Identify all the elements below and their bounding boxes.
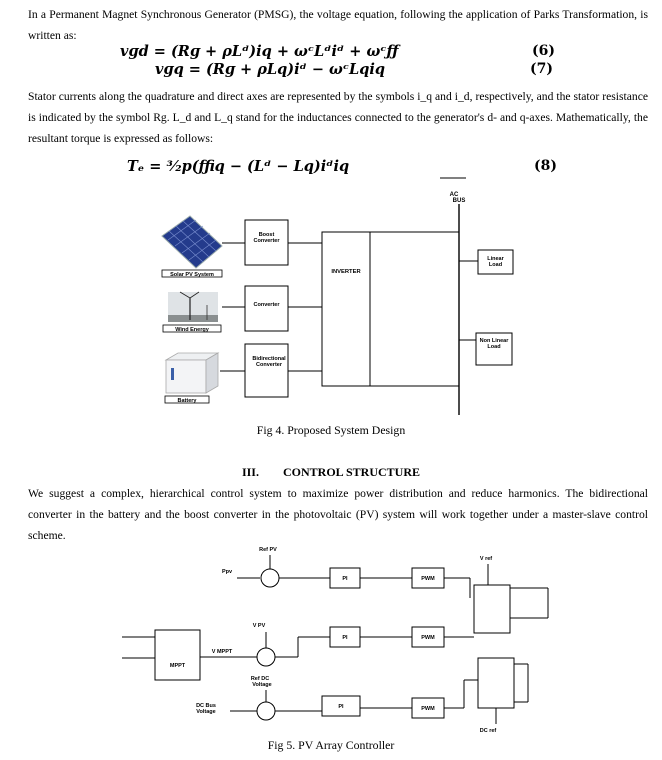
ac-bus-label-2: BUS (453, 198, 466, 204)
pi-block-3-label: PI (338, 704, 344, 710)
solar-panel-icon (161, 215, 223, 269)
section-heading: III. CONTROL STRUCTURE (0, 465, 662, 480)
equation-6: vɡd = (Rɡ + ρLᵈ)iq + ωᶜLᵈiᵈ + ωᶜƒƒ (120, 43, 399, 60)
pi-block-2-label: PI (342, 635, 348, 641)
dc-bus-label-2: Voltage (196, 709, 215, 715)
ref-dc-label-1: Ref DC (251, 676, 269, 682)
solar-label-box (161, 269, 223, 278)
linear-load-label-2: Load (489, 262, 502, 268)
summing-junction-2 (256, 647, 276, 667)
pwm-block-2-label: PWM (421, 635, 435, 641)
battery-label-box (164, 395, 210, 404)
inverter-label: INVERTER (331, 269, 361, 275)
mppt-label: MPPT (170, 663, 186, 669)
converter-box (244, 285, 289, 332)
equation-8-number: (8) (534, 158, 557, 174)
bidirectional-converter-label-1: Bidirectional (252, 356, 286, 362)
summing-junction-3 (256, 701, 276, 721)
v-pv-label: V PV (253, 623, 266, 629)
fig5-diagram: Ref PV Ppv PI PWM V ref V PV MPPT V MPPT… (122, 547, 549, 734)
mppt-block (154, 629, 201, 681)
fig5-caption: Fig 5. PV Array Controller (267, 738, 395, 752)
fig4-caption: Fig 4. Proposed System Design (256, 423, 406, 437)
nonlinear-load-label-2: Load (487, 344, 500, 350)
linear-load-label-1: Linear (487, 256, 504, 262)
solar-label: Solar PV System (170, 272, 214, 278)
v-mppt-label: V MPPT (212, 649, 233, 655)
summing-junction-1 (260, 568, 280, 588)
equation-6-number: (6) (532, 43, 555, 59)
inverter-box (321, 231, 371, 387)
pi-block-3 (321, 695, 361, 717)
v-ref-label: V ref (480, 556, 492, 562)
ref-dc-label-2: Voltage (252, 682, 271, 688)
pwm-block-3-label: PWM (421, 706, 435, 712)
bidirectional-converter-label-2: Converter (256, 362, 283, 368)
switch-block-bottom (477, 657, 515, 709)
battery-icon (164, 352, 220, 394)
stator-paragraph: Stator currents along the quadrature and… (28, 90, 648, 145)
fig4-diagram: AC BUS Solar PV System Wind Energy Batte… (161, 177, 514, 415)
switch-block-top (473, 584, 511, 634)
nonlinear-load-box (475, 332, 513, 366)
intro-paragraph: In a Permanent Magnet Synchronous Genera… (28, 8, 648, 42)
section-number: III. (241, 465, 259, 479)
equation-7-number: (7) (530, 61, 553, 77)
control-paragraph: We suggest a complex, hierarchical contr… (28, 487, 648, 542)
nonlinear-load-label-1: Non Linear (480, 338, 510, 344)
pwm-block-1-label: PWM (421, 576, 435, 582)
equation-8: Tₑ = ³⁄₂p(ƒƒiq − (Lᵈ − Lq)iᵈiq (127, 158, 350, 175)
dc-bus-label-1: DC Bus (196, 703, 216, 709)
ref-pv-label: Ref PV (259, 547, 277, 553)
battery-label: Battery (178, 398, 198, 404)
dc-ref-label: DC ref (480, 728, 497, 734)
section-title: CONTROL STRUCTURE (282, 465, 421, 479)
converter-label: Converter (254, 302, 281, 308)
equation-7: vɡq = (Rɡ + ρLq)iᵈ − ωᶜLqiq (155, 61, 386, 78)
linear-load-box (477, 249, 514, 275)
boost-converter-label-1: Boost (259, 232, 275, 238)
pi-block-1-label: PI (342, 576, 348, 582)
wind-label: Wind Energy (175, 327, 210, 333)
bidirectional-converter-box (244, 343, 289, 398)
wind-label-box (162, 324, 222, 333)
ac-bus-label-1: AC (450, 192, 459, 198)
boost-converter-label-2: Converter (254, 238, 281, 244)
wind-turbine-icon (168, 291, 218, 322)
ppv-label: Ppv (222, 569, 233, 575)
